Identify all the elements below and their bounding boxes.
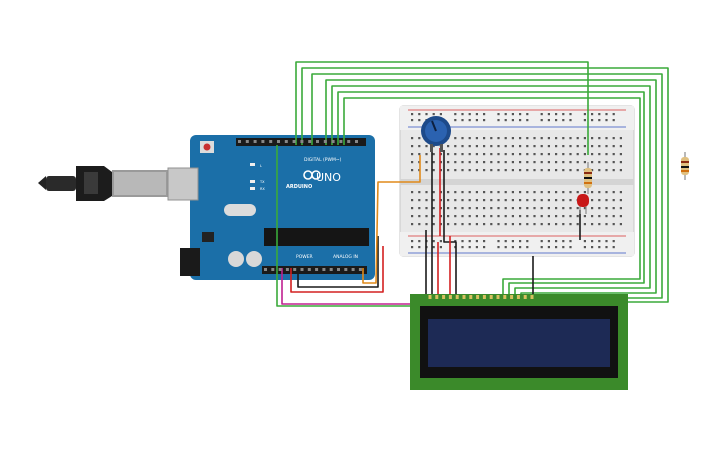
- power-header-label: POWER: [296, 254, 313, 260]
- rx-led-label: RX: [260, 187, 265, 191]
- lcd-pin-5[interactable]: [455, 295, 459, 299]
- digital-header-pin[interactable]: [347, 140, 351, 143]
- power-analog-header-pin[interactable]: [264, 268, 267, 271]
- lcd-pin-7[interactable]: [469, 295, 473, 299]
- digital-header-pin[interactable]: [316, 140, 319, 143]
- arduino-header-pins: [238, 140, 362, 271]
- lcd-pin-15[interactable]: [523, 295, 527, 299]
- resistor-icon[interactable]: [584, 162, 592, 194]
- digital-header-label: DIGITAL (PWM~): [304, 157, 342, 163]
- power-analog-header-pin[interactable]: [358, 268, 362, 271]
- digital-header-pin[interactable]: [269, 140, 273, 143]
- power-analog-header-pin[interactable]: [315, 268, 319, 271]
- lcd-pin-1[interactable]: [428, 295, 432, 299]
- lcd-pin-4[interactable]: [448, 295, 452, 299]
- digital-header-pin[interactable]: [245, 140, 249, 143]
- power-analog-header-pin[interactable]: [351, 268, 355, 271]
- power-analog-header-pin[interactable]: [285, 268, 289, 271]
- digital-header-pin[interactable]: [300, 140, 304, 143]
- power-analog-header-pin[interactable]: [300, 268, 304, 271]
- breadboard-holes: [411, 113, 622, 249]
- digital-header-pin[interactable]: [308, 140, 312, 143]
- power-analog-header-pin[interactable]: [278, 268, 282, 271]
- digital-header-pin[interactable]: [238, 140, 241, 143]
- lcd-pin-3[interactable]: [442, 295, 446, 299]
- analog-header-label: ANALOG IN: [333, 254, 358, 260]
- power-analog-header-pin[interactable]: [344, 268, 348, 271]
- lcd-pin-row: [428, 295, 534, 299]
- power-analog-header-pin[interactable]: [271, 268, 275, 271]
- potentiometer-icon[interactable]: [421, 116, 451, 152]
- digital-header-pin[interactable]: [277, 140, 280, 143]
- digital-header-pin[interactable]: [331, 140, 335, 143]
- lcd-pin-11[interactable]: [496, 295, 500, 299]
- digital-header-pin[interactable]: [284, 140, 288, 143]
- digital-header-pin[interactable]: [355, 140, 358, 143]
- lcd-pin-13[interactable]: [510, 295, 514, 299]
- power-analog-header-pin[interactable]: [307, 268, 311, 271]
- lcd-pin-2[interactable]: [435, 295, 439, 299]
- lcd-display-icon[interactable]: [410, 294, 628, 390]
- power-analog-header-pin[interactable]: [293, 268, 297, 271]
- digital-header-pin[interactable]: [339, 140, 343, 143]
- loose-resistor-icon[interactable]: [681, 152, 689, 180]
- digital-header-pin[interactable]: [253, 140, 257, 143]
- digital-header-pin[interactable]: [323, 140, 327, 143]
- lcd-pin-9[interactable]: [482, 295, 486, 299]
- digital-header-pin[interactable]: [292, 140, 296, 143]
- l-led-label: L: [260, 164, 262, 168]
- power-analog-header-pin[interactable]: [329, 268, 333, 271]
- lcd-pin-16[interactable]: [530, 295, 534, 299]
- power-analog-header-pin[interactable]: [337, 268, 340, 271]
- tx-led-label: TX: [259, 180, 265, 184]
- power-analog-header-pin[interactable]: [322, 268, 326, 271]
- lcd-pin-8[interactable]: [476, 295, 480, 299]
- lcd-pin-10[interactable]: [489, 295, 493, 299]
- lcd-pin-6[interactable]: [462, 295, 466, 299]
- lcd-pin-12[interactable]: [503, 295, 507, 299]
- arduino-board-icon[interactable]: UNO ARDUINO DIGITAL (PWM~) POWER ANALOG …: [167, 135, 375, 280]
- digital-header-pin[interactable]: [261, 140, 265, 143]
- lcd-pin-14[interactable]: [516, 295, 520, 299]
- arduino-model-label: UNO: [316, 171, 341, 184]
- led-icon[interactable]: [577, 194, 589, 214]
- usb-cable-icon: [38, 166, 168, 201]
- arduino-brand-label: ARDUINO: [286, 184, 312, 190]
